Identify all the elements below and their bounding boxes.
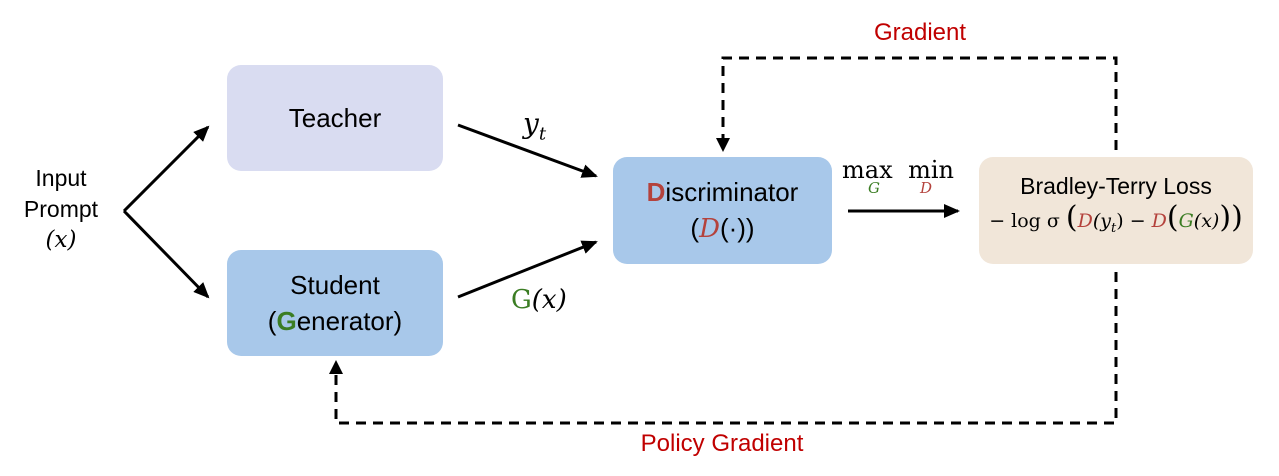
min-subscript: D bbox=[919, 179, 932, 197]
student-output-label: G(x) bbox=[511, 285, 567, 315]
loss-d1-close: ) bbox=[1116, 210, 1124, 233]
student-line-1: Student bbox=[290, 270, 380, 300]
discriminator-symbol: (D(·)) bbox=[690, 210, 754, 247]
teacher-output-label: yt bbox=[523, 107, 546, 145]
input-line-1: Input bbox=[35, 165, 87, 191]
loss-d2-open: ( bbox=[1166, 200, 1179, 236]
disc-d-symbol: D bbox=[699, 214, 720, 244]
student-generator-box: Student (Generator) bbox=[227, 250, 443, 356]
discriminator-title: Discriminator bbox=[647, 174, 799, 210]
arrow-student-to-discriminator bbox=[457, 240, 598, 299]
discriminator-box: Discriminator (D(·)) bbox=[613, 157, 832, 264]
policy-gradient-label: Policy Gradient bbox=[640, 430, 804, 457]
input-variable: (𝑥) bbox=[45, 227, 77, 253]
teacher-label: Teacher bbox=[288, 103, 382, 133]
yt-y: y bbox=[523, 107, 539, 140]
arrow-input-to-student bbox=[122, 209, 210, 299]
loss-d1-arg: (y bbox=[1092, 210, 1111, 233]
loss-g: G bbox=[1178, 210, 1194, 233]
loss-open: ( bbox=[1065, 200, 1078, 236]
discriminator-rest: iscriminator bbox=[665, 177, 799, 207]
disc-arg: (·) bbox=[719, 213, 746, 243]
student-paren: ( bbox=[267, 306, 277, 336]
max-operator: max bbox=[842, 156, 893, 184]
teacher-box: Teacher bbox=[227, 65, 443, 171]
loss-d1: D bbox=[1077, 210, 1093, 233]
loss-minus: − bbox=[1123, 210, 1152, 233]
loss-d2: D bbox=[1151, 210, 1167, 233]
arrow-teacher-to-discriminator bbox=[457, 123, 598, 178]
loss-g-arg: (x) bbox=[1193, 210, 1220, 233]
loss-formula: − log σ (D(yt) − D(G(x))) bbox=[989, 201, 1243, 246]
gx-arg: (x) bbox=[531, 285, 567, 315]
policy-gradient-feedback-path bbox=[334, 272, 1118, 425]
student-line-2: (Generator) bbox=[268, 303, 402, 339]
loss-title: Bradley-Terry Loss bbox=[1020, 173, 1212, 200]
max-subscript: G bbox=[868, 179, 880, 197]
gradient-label: Gradient bbox=[873, 19, 967, 46]
arrow-input-to-teacher bbox=[122, 125, 210, 213]
generator-initial: G bbox=[276, 306, 297, 336]
input-prompt-label: Input Prompt (𝑥) bbox=[0, 163, 122, 256]
min-operator: min bbox=[908, 156, 954, 184]
generator-rest: enerator) bbox=[296, 306, 403, 336]
loss-prefix: − log σ bbox=[989, 210, 1066, 233]
disc-paren-open: ( bbox=[690, 213, 700, 243]
input-line-2: Prompt bbox=[23, 196, 99, 222]
yt-sub: t bbox=[538, 123, 547, 145]
gradient-feedback-path bbox=[721, 56, 1118, 150]
discriminator-initial: D bbox=[646, 177, 666, 207]
gx-g: G bbox=[511, 285, 532, 315]
loss-d1-sub: t bbox=[1111, 220, 1117, 236]
disc-paren-close: ) bbox=[745, 213, 755, 243]
policy-gradient-arrowhead bbox=[329, 360, 343, 374]
loss-d2-close: ) bbox=[1219, 200, 1232, 236]
gradient-arrowhead bbox=[716, 138, 730, 152]
bradley-terry-loss-box: Bradley-Terry Loss − log σ (D(yt) − D(G(… bbox=[979, 157, 1253, 264]
loss-close: ) bbox=[1231, 200, 1243, 236]
